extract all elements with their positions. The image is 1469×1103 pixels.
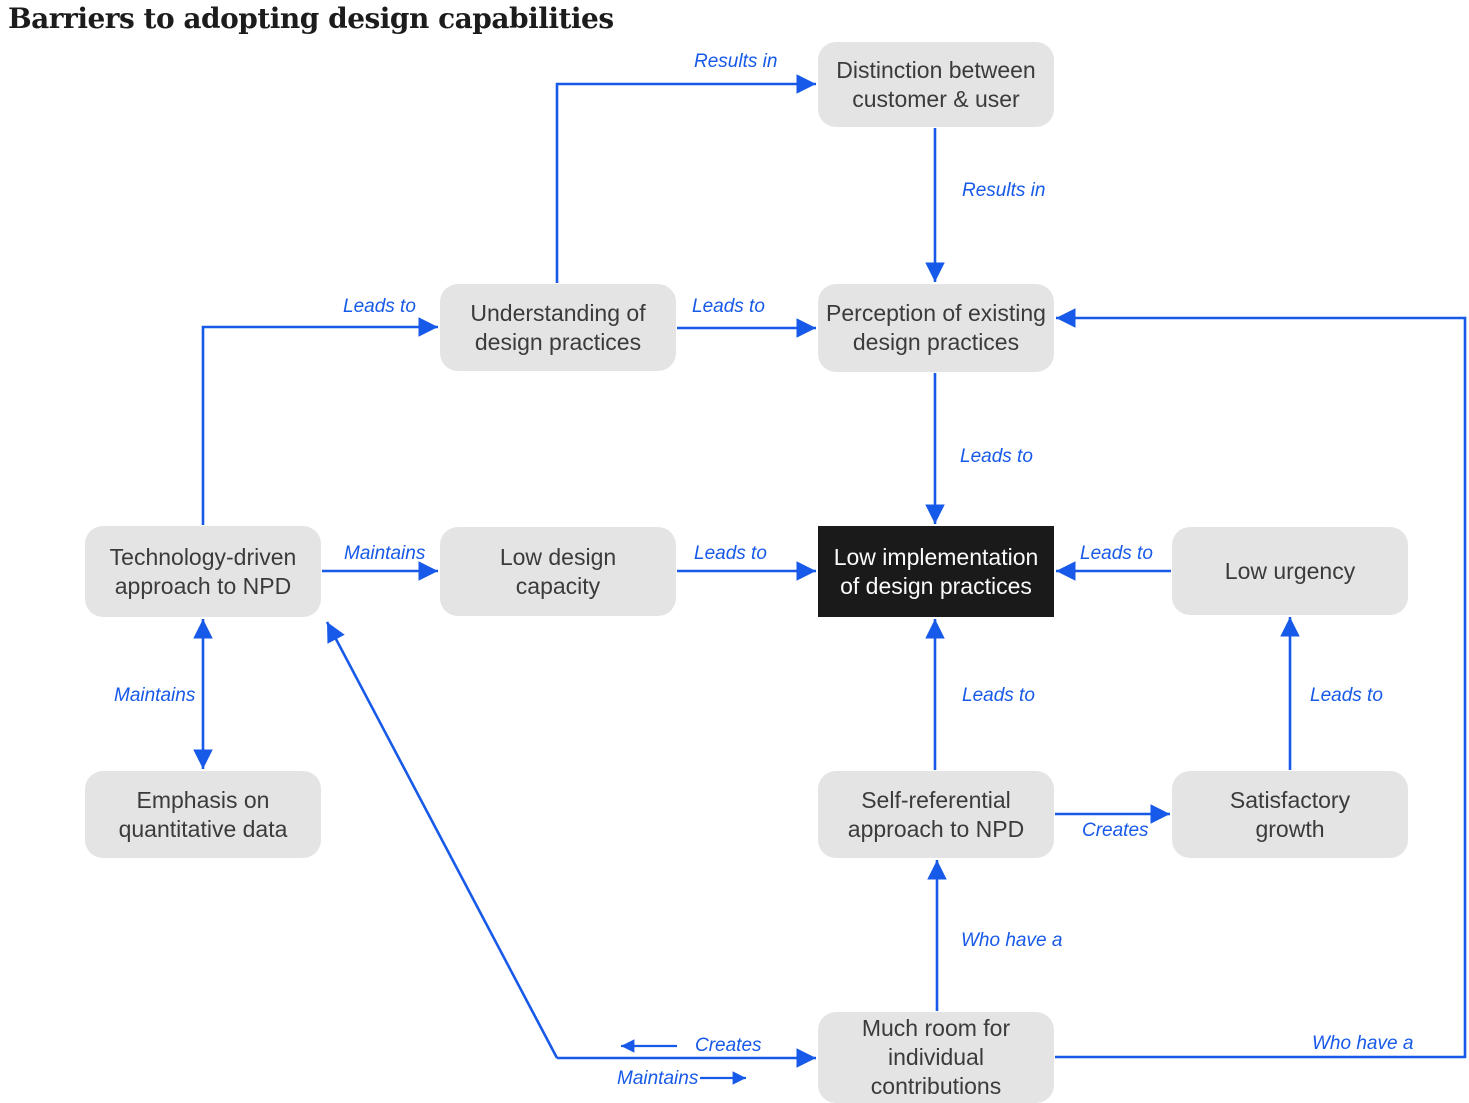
node-low-implementation-of-design-practices: Low implementation of design practices [818, 526, 1054, 617]
edge-label-leads-to-perception: Leads to [692, 296, 765, 317]
edge-label-maintains-legend: Maintains [617, 1068, 699, 1089]
edge-understanding-to-distinction [555, 74, 816, 283]
edge-label-maintains-low-design: Maintains [344, 543, 426, 564]
edge-label-leads-to-from-satisfactory: Leads to [1310, 685, 1383, 706]
node-self-referential-approach-to-npd: Self-referential approach to NPD [818, 771, 1054, 858]
edge-label-creates-satisfactory: Creates [1082, 820, 1149, 841]
node-much-room-for-individual-contributions: Much room for individual contributions [818, 1012, 1054, 1103]
edge-much-room-to-perception-feedback [1055, 308, 1467, 1059]
node-distinction-between-customer-and-user: Distinction between customer & user [818, 42, 1054, 127]
edge-much-room-to-technology-diagonal [325, 621, 559, 1059]
node-understanding-of-design-practices: Understanding of design practices [440, 284, 676, 371]
edge-label-leads-to-from-low-urgency: Leads to [1080, 543, 1153, 564]
edge-label-leads-to-understanding: Leads to [343, 296, 416, 317]
node-low-urgency: Low urgency [1172, 527, 1408, 615]
edge-label-results-in-top: Results in [694, 51, 778, 72]
edge-label-leads-to-implementation: Leads to [960, 446, 1033, 467]
node-technology-driven-approach-to-npd: Technology-driven approach to NPD [85, 526, 321, 617]
edge-label-creates-legend: Creates [695, 1035, 762, 1056]
edge-label-maintains-emphasis: Maintains [114, 685, 196, 706]
node-perception-of-existing-design-practices: Perception of existing design practices [818, 284, 1054, 372]
edge-technology-to-understanding [201, 317, 438, 525]
diagram-title: Barriers to adopting design capabilities [8, 2, 614, 35]
edge-label-who-have-a-feedback: Who have a [1312, 1033, 1414, 1054]
node-low-design-capacity: Low design capacity [440, 527, 676, 616]
node-satisfactory-growth: Satisfactory growth [1172, 771, 1408, 858]
edge-label-leads-to-from-low-design: Leads to [694, 543, 767, 564]
edge-label-who-have-a-vertical: Who have a [961, 930, 1063, 951]
node-emphasis-on-quantitative-data: Emphasis on quantitative data [85, 771, 321, 858]
edge-label-results-in-vertical: Results in [962, 180, 1046, 201]
edge-label-leads-to-from-self-ref: Leads to [962, 685, 1035, 706]
